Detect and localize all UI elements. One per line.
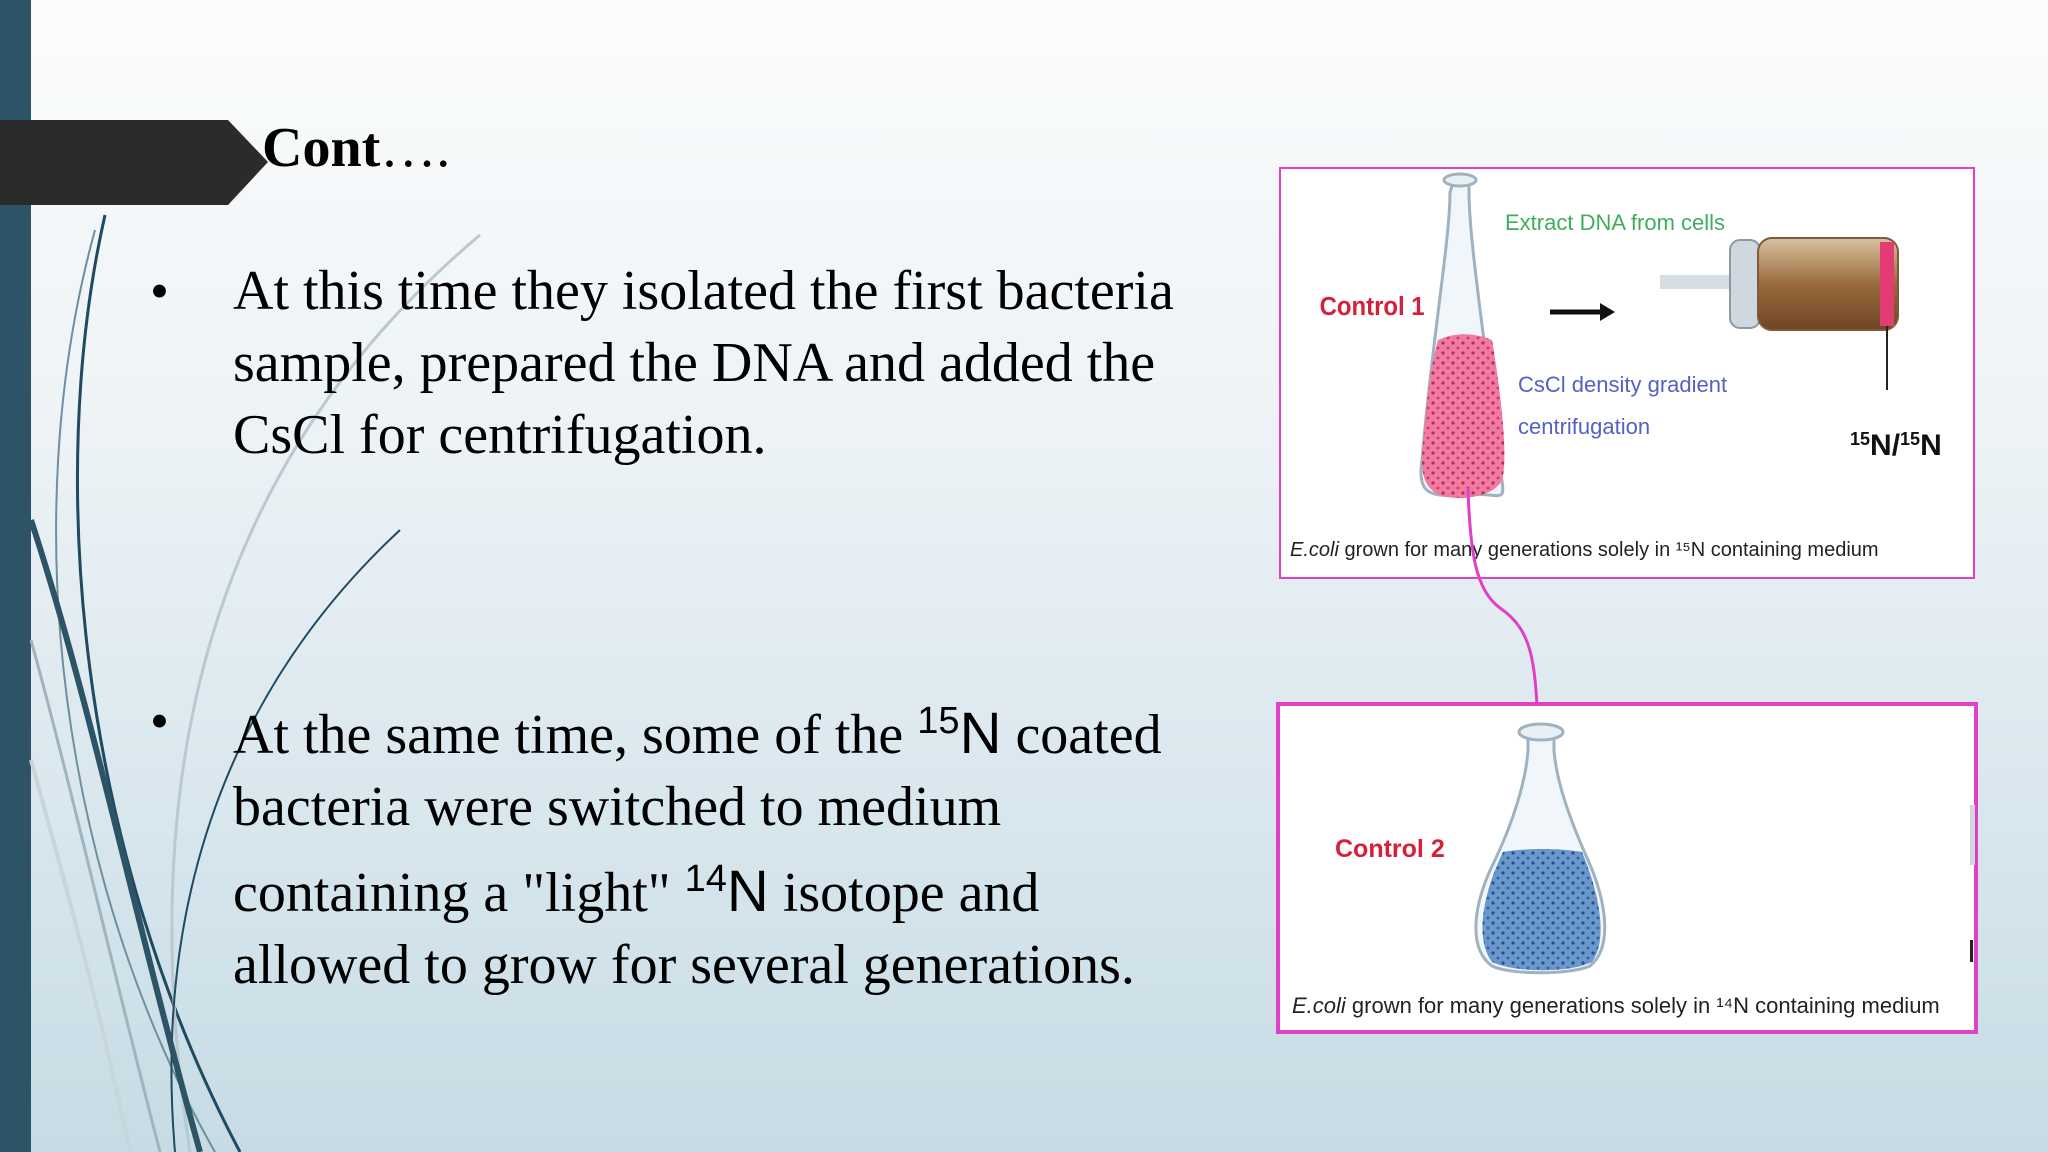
title-banner bbox=[0, 120, 268, 205]
flask-heavy-icon bbox=[1419, 172, 1505, 498]
cropped-edge-mark bbox=[1970, 940, 1973, 962]
control-2-label: Control 2 bbox=[1335, 835, 1445, 863]
control-1-panel bbox=[1279, 167, 1975, 579]
csc-density-label-2: centrifugation bbox=[1518, 414, 1650, 439]
centrifuge-tube-icon bbox=[1660, 237, 1899, 390]
meselson-stahl-figure: Control 1 Extract DNA from cells CsCl de… bbox=[1276, 167, 1978, 1034]
bullet-point: • bbox=[150, 691, 169, 751]
control-1-caption: E.coli grown for many generations solely… bbox=[1290, 539, 1879, 561]
control-2-caption: E.coli grown for many generations solely… bbox=[1292, 993, 1940, 1018]
cropped-edge-mark bbox=[1970, 805, 1975, 865]
bullet-point: • bbox=[150, 261, 169, 321]
slide-title: Cont…. bbox=[262, 117, 451, 179]
right-arrow-icon bbox=[1550, 303, 1615, 321]
extract-dna-label: Extract DNA from cells bbox=[1505, 210, 1725, 235]
control-1-label: Control 1 bbox=[1320, 292, 1425, 321]
csc-density-label-1: CsCl density gradient bbox=[1518, 372, 1727, 397]
bullet-text-1: At this time they isolated the first bac… bbox=[233, 260, 1174, 466]
connector-arrow bbox=[1466, 487, 1540, 726]
control-2-panel bbox=[1276, 702, 1978, 1034]
decorative-curves bbox=[28, 214, 481, 1152]
band-label: 15N/15N bbox=[1850, 429, 1942, 462]
bullet-text-2: At the same time, some of the 15N coated… bbox=[233, 700, 1162, 996]
flask-light-icon bbox=[1474, 722, 1607, 975]
